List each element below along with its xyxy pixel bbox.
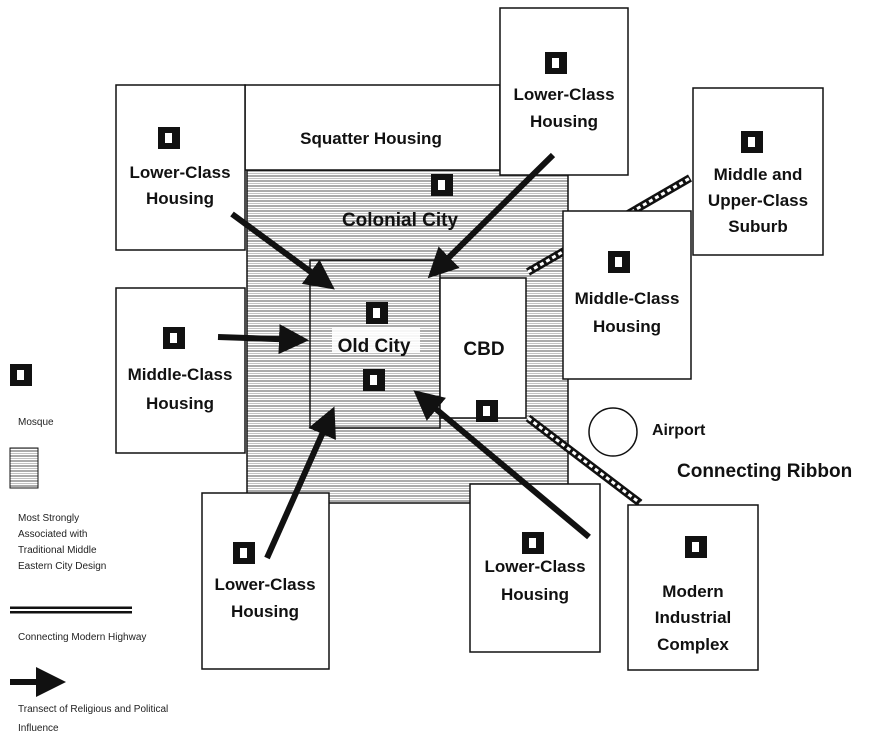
suburb-label-3: Suburb	[728, 217, 788, 236]
mosque-icon	[158, 127, 180, 149]
lower-class-s-label-1: Lower-Class	[484, 557, 585, 576]
cbd-label: CBD	[463, 339, 504, 360]
legend-traditional-line-4: Eastern City Design	[18, 561, 106, 572]
lower-class-top-zone	[499, 7, 629, 176]
legend-traditional-line-2: Associated with	[18, 529, 87, 540]
mosque-icon	[545, 52, 567, 74]
arrow-from-se	[413, 390, 591, 540]
mosque-icon	[522, 532, 544, 554]
middle-class-west-label-2: Housing	[146, 394, 214, 413]
mosque-icon	[233, 542, 255, 564]
mosque-icon	[476, 400, 498, 422]
arrow-from-n	[427, 152, 556, 279]
lower-class-sw-label-1: Lower-Class	[214, 575, 315, 594]
industrial-label-1: Modern	[662, 582, 723, 601]
mosque-icon	[608, 251, 630, 273]
mosque-icon	[741, 131, 763, 153]
squatter-housing-zone	[244, 84, 501, 171]
legend-mosque-label: Mosque	[18, 417, 54, 428]
legend-transect-line-2: Influence	[18, 723, 59, 734]
highway-se	[525, 414, 643, 507]
middle-class-east-label-1: Middle-Class	[575, 289, 680, 308]
lower-class-nw-zone	[115, 84, 246, 251]
legend-traditional-line-3: Traditional Middle	[18, 545, 97, 556]
lower-class-s-zone	[469, 483, 601, 653]
lower-class-nw-label-2: Housing	[146, 189, 214, 208]
lower-class-top-label-2: Housing	[530, 112, 598, 131]
lower-class-top-label-1: Lower-Class	[513, 85, 614, 104]
middle-class-west-label-1: Middle-Class	[128, 365, 233, 384]
mosque-icon	[163, 327, 185, 349]
mosque-icon	[363, 369, 385, 391]
airport-symbol	[588, 407, 638, 457]
industrial-label-2: Industrial	[655, 608, 732, 627]
lower-class-nw-label-1: Lower-Class	[129, 163, 230, 182]
transect-arrows	[217, 152, 591, 560]
suburb-zone	[692, 87, 824, 256]
legend-transect-line-1: Transect of Religious and Political	[18, 704, 168, 715]
industrial-complex-zone	[627, 504, 759, 671]
mosque-icon	[431, 174, 453, 196]
legend-hatch-swatch	[9, 447, 39, 489]
arrow-from-w	[217, 324, 309, 355]
lower-class-s-label-2: Housing	[501, 585, 569, 604]
legend-mosque-icon	[10, 364, 32, 386]
airport-label: Airport	[652, 422, 706, 439]
mosque-icon	[366, 302, 388, 324]
cbd-zone	[439, 277, 527, 419]
legend-traditional-line-1: Most Strongly	[18, 513, 79, 524]
arrow-from-nw	[230, 211, 335, 290]
suburb-label-2: Upper-Class	[708, 191, 808, 210]
lower-class-sw-zone	[201, 492, 330, 670]
lower-class-sw-label-2: Housing	[231, 602, 299, 621]
middle-class-east-zone	[562, 210, 692, 380]
arrow-from-sw	[264, 406, 336, 560]
legend-highway-label: Connecting Modern Highway	[18, 632, 146, 643]
mosque-icon	[685, 536, 707, 558]
legend: Mosque Most Strongly Associated with Tra…	[9, 364, 168, 734]
squatter-housing-label: Squatter Housing	[300, 129, 442, 148]
industrial-label-3: Complex	[657, 635, 729, 654]
old-city-label: Old City	[338, 336, 411, 357]
suburb-label-1: Middle and	[714, 165, 803, 184]
colonial-city-label: Colonial City	[342, 210, 459, 231]
middle-class-west-zone	[115, 287, 246, 454]
middle-class-east-label-2: Housing	[593, 317, 661, 336]
connecting-ribbon-label: Connecting Ribbon	[677, 461, 852, 482]
